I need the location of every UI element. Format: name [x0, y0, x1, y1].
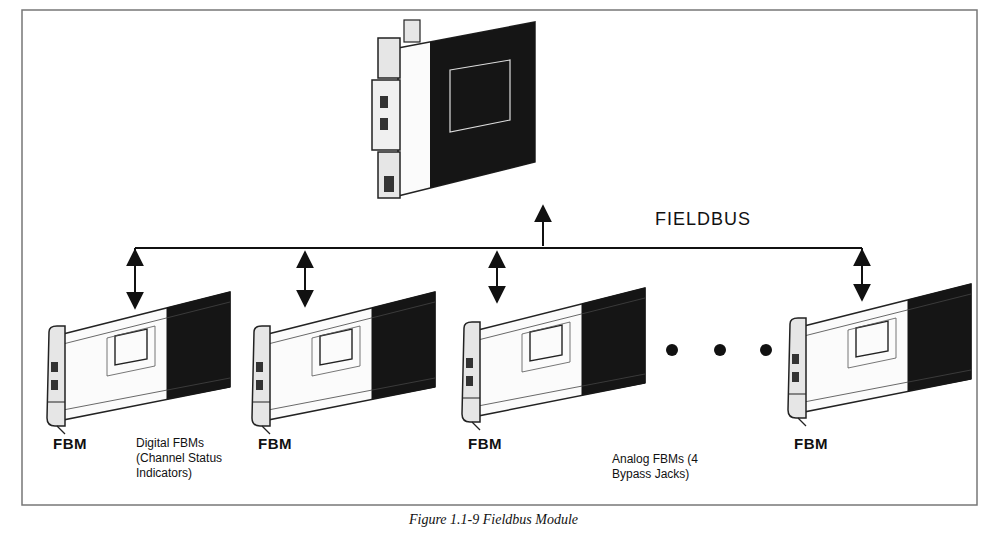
module-label: FBM	[258, 435, 292, 452]
fbm-node: FBM	[45, 292, 235, 452]
fbm-module	[47, 292, 230, 434]
fbm-node: FBM	[250, 292, 440, 452]
note-label: Analog FBMs (4 Bypass Jacks)	[612, 452, 732, 482]
fbm-module	[788, 284, 971, 426]
fieldbus-line	[135, 206, 862, 308]
fbm-module	[462, 288, 645, 430]
fbm-module	[252, 292, 435, 434]
fbm-node: FBM	[460, 288, 650, 452]
module-label: FBM	[794, 435, 828, 452]
module-label: FBM	[468, 435, 502, 452]
ellipsis-dots	[666, 344, 772, 356]
control-processor	[372, 20, 535, 198]
figure-caption: Figure 1.1-9 Fieldbus Module	[0, 512, 987, 528]
module-label: FBM	[53, 435, 87, 452]
note-label: Digital FBMs (Channel Status Indicators)	[136, 436, 236, 481]
fbm-node: FBM	[786, 284, 976, 452]
bus-label: FIELDBUS	[655, 208, 795, 231]
